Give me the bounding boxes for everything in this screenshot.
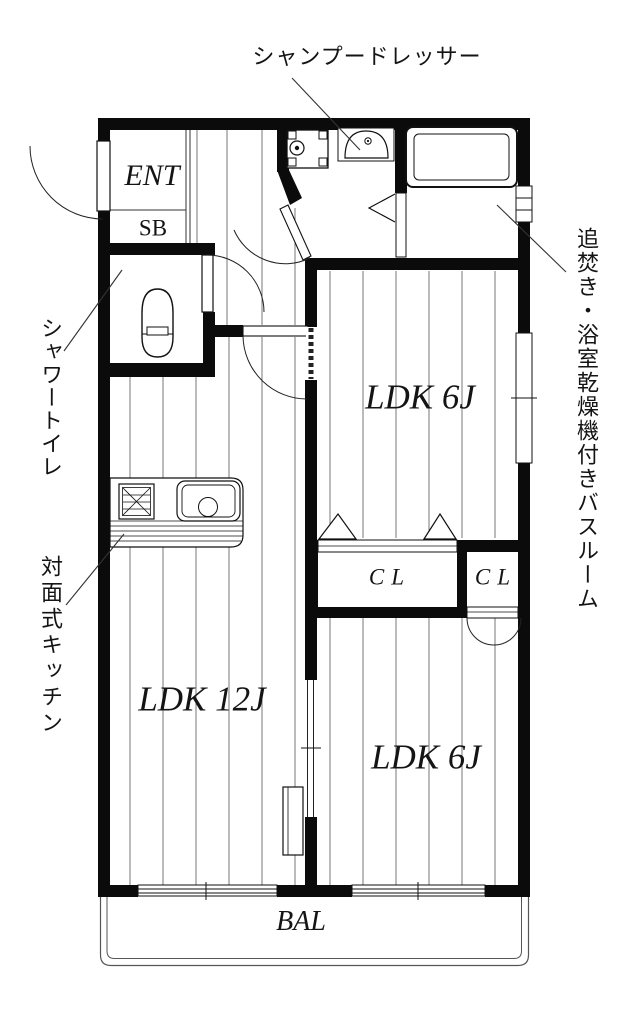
wall-cl-top-right [457,540,518,552]
wall-partition-b [305,380,317,540]
floor-lines [129,130,496,885]
shower-toilet-label: シャワートイレ [38,317,63,478]
walls [98,118,530,897]
washing-machine-icon [286,129,329,169]
ldk-hall-door [242,325,309,400]
closet-right-label: CL [474,564,518,590]
ldk-upper-window [511,332,537,464]
wall-toilet-bottom [98,363,215,377]
ldk-opening-hatch [306,327,316,380]
leader-counter-kitchen [65,533,125,606]
doors [29,140,522,856]
wall-partition-c [305,540,318,618]
wall-washroom-left [277,118,289,172]
closet-left-label: CL [368,564,412,590]
balcony-outline [99,897,530,967]
leader-shower-toilet [63,269,123,352]
bathtub-icon [405,126,518,188]
toilet-icon [141,288,174,358]
leader-lines [63,77,567,606]
washroom-door [233,204,312,265]
wall-bath-divider [395,128,407,193]
kitchen-sink-icon [176,480,241,522]
shampoo-dresser-label: シャンプードレッサー [252,44,482,69]
counter-kitchen-label: 対面式キッチン [38,555,63,737]
wall-right-2 [518,220,530,333]
fixtures [109,126,518,548]
wall-partition-a [305,258,317,327]
wall-hall-stub [215,325,243,337]
wall-sb-bottom [98,243,215,255]
wall-partition-e [305,817,317,885]
ldk-main-room-label: LDK 12J [138,679,266,719]
toilet-door [201,254,265,313]
leader-shampoo-dresser [291,77,361,151]
windows [137,185,537,900]
wall-right-1 [518,118,530,188]
shampoo-dresser-icon [337,127,395,162]
wall-bottom-2 [277,885,352,897]
bath-features-label: 追焚き・浴室乾燥機付きバスルーム [574,227,599,611]
balcony-window-right [351,882,486,900]
leader-bath-features [496,204,567,273]
wall-left-main [98,211,110,897]
stove-icon [118,483,155,520]
ldk-lower-room-label: LDK 6J [371,737,481,777]
balcony-label: BAL [276,906,326,937]
wall-right-3 [518,463,530,897]
ldk-upper-room-label: LDK 6J [365,377,475,417]
bathroom-folding-door [367,192,407,258]
shoebox-label: SB [138,215,168,241]
wall-partition-d [305,618,317,680]
closet-bifold-door [317,512,458,553]
entrance-door [29,140,111,220]
bathroom-window [515,185,533,223]
balcony-window-left [137,882,278,900]
wall-washroom-diagonal [277,170,302,205]
closet-double-door [466,606,522,646]
sliding-door [282,680,321,856]
wall-left-upper [98,118,110,141]
entrance-room-label: ENT [124,159,180,192]
entrance-step-lines [110,130,191,243]
wall-toilet-right [203,312,215,363]
wall-cl-mid [457,548,467,607]
wall-bottom-1 [98,885,138,897]
wall-washroom-bottom [305,258,518,270]
wall-cl-bottom [305,607,467,618]
